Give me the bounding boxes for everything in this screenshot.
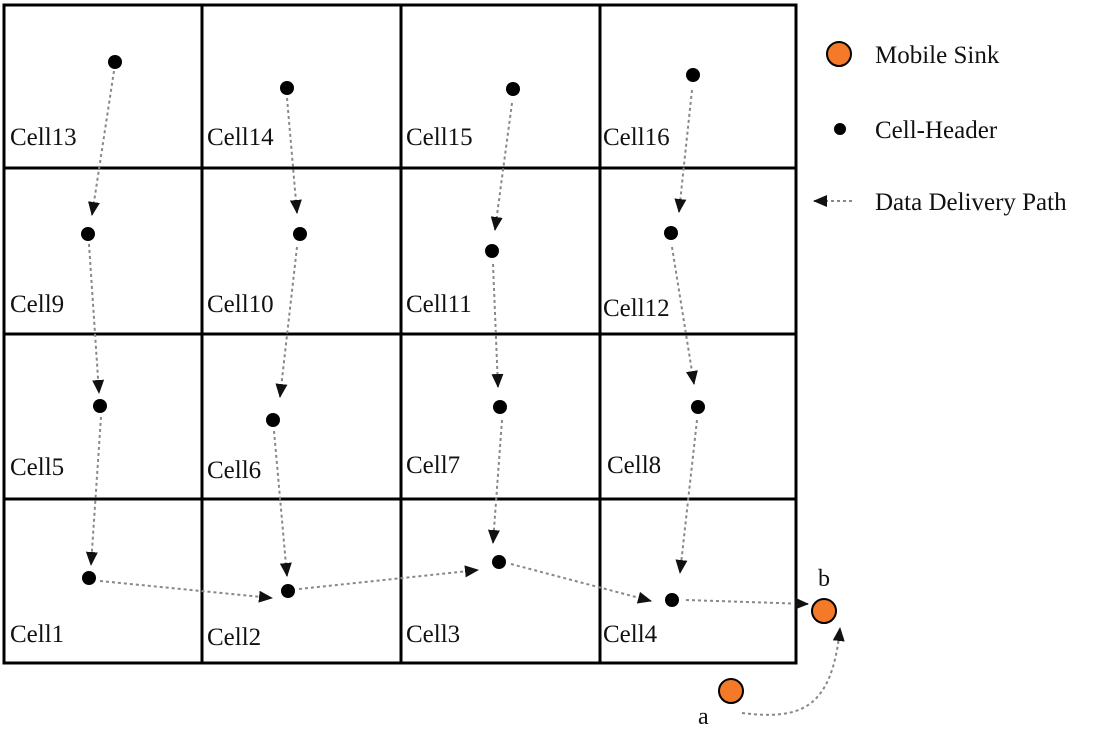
- cell-label: Cell2: [207, 624, 261, 651]
- cell-label: Cell6: [207, 457, 261, 484]
- legend-cell-header: Cell-Header: [875, 117, 998, 144]
- cell-header-dot: [485, 244, 499, 258]
- path-arrow: [85, 416, 102, 566]
- path-arrow: [286, 97, 302, 214]
- cell-label: Cell9: [10, 291, 64, 318]
- sink-movement-arrow: [741, 627, 845, 716]
- cell-label: Cell8: [607, 452, 661, 479]
- sink-label-a: a: [698, 704, 709, 730]
- cell-header-dot: [293, 227, 307, 241]
- cell-label: Cell15: [406, 124, 473, 151]
- legend-mobile-sink: Mobile Sink: [875, 42, 1000, 69]
- path-arrow: [88, 243, 105, 394]
- cell-header-dot: [665, 593, 679, 607]
- path-arrow: [510, 563, 652, 604]
- path-arrow: [674, 89, 693, 213]
- cell-header-dot: [506, 82, 520, 96]
- path-arrow: [88, 70, 115, 216]
- legend-data-path: Data Delivery Path: [875, 189, 1067, 216]
- legend-header-icon: [834, 123, 846, 135]
- cell-header-dot: [492, 555, 506, 569]
- path-arrow: [671, 246, 698, 385]
- path-arrow: [685, 597, 809, 610]
- cell-header-dot: [281, 584, 295, 598]
- path-arrow: [273, 430, 292, 577]
- cell-header-dot: [691, 400, 705, 414]
- path-arrow: [99, 580, 273, 603]
- cell-header-dot: [81, 227, 95, 241]
- path-arrow: [491, 263, 504, 388]
- path-arrow: [487, 419, 503, 544]
- cell-headers: [81, 55, 705, 607]
- path-arrow: [298, 565, 479, 590]
- cell-header-dot: [266, 413, 280, 427]
- cell-label: Cell7: [406, 452, 460, 479]
- cell-header-dot: [493, 400, 507, 414]
- path-arrow: [275, 246, 298, 398]
- cell-label: Cell10: [207, 291, 274, 318]
- cell-label: Cell16: [603, 124, 670, 151]
- path-arrow: [675, 419, 698, 574]
- cell-label: Cell1: [10, 621, 64, 648]
- cell-label: Cell11: [406, 291, 472, 318]
- legend-sink-icon: [826, 41, 852, 67]
- cell-header-dot: [93, 399, 107, 413]
- cell-label: Cell13: [10, 124, 77, 151]
- cell-label: Cell3: [406, 621, 460, 648]
- cell-header-dot: [686, 68, 700, 82]
- cell-label: Cell4: [603, 621, 658, 648]
- mobile-sink-a: [718, 678, 744, 704]
- sink-label-b: b: [818, 566, 830, 592]
- cell-label: Cell12: [603, 295, 670, 322]
- cell-label: Cell14: [207, 124, 274, 151]
- cell-label: Cell5: [10, 454, 64, 481]
- cell-header-dot: [280, 81, 294, 95]
- mobile-sinks: b a: [698, 566, 837, 730]
- data-delivery-paths: [85, 70, 845, 716]
- cell-labels: Cell13 Cell14 Cell15 Cell16 Cell9 Cell10…: [10, 124, 670, 651]
- cell-header-dot: [82, 571, 96, 585]
- cell-grid: [2, 3, 798, 665]
- cell-header-dot: [664, 226, 678, 240]
- legend: Mobile Sink Cell-Header Data Delivery Pa…: [813, 41, 1067, 216]
- mobile-sink-b: [811, 598, 837, 624]
- cell-header-dot: [108, 55, 122, 69]
